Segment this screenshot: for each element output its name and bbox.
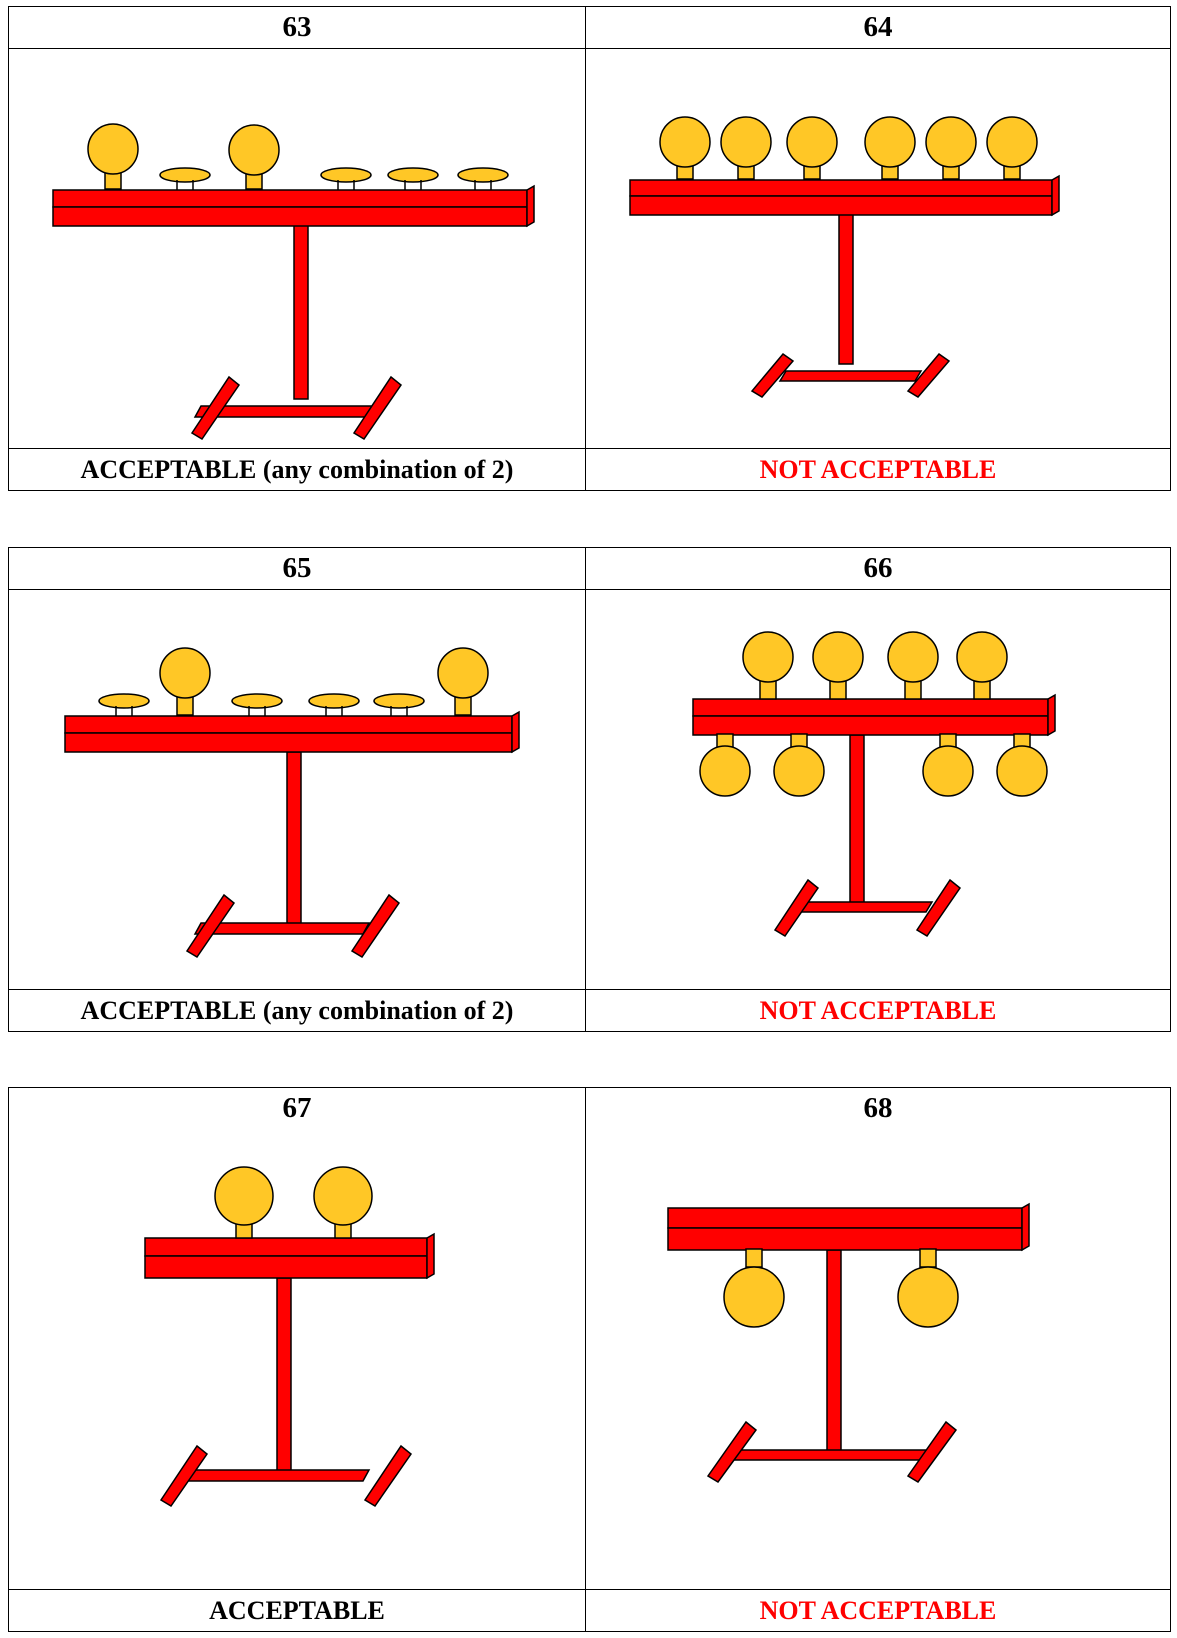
target-stand-figure (585, 589, 1171, 990)
figure-number: 65 (8, 547, 586, 590)
acceptability-caption: NOT ACCEPTABLE (585, 989, 1171, 1032)
target-table-2: 65 66 (8, 547, 1171, 1032)
figure-number: 66 (585, 547, 1171, 590)
target-stand-illustration (144, 1165, 435, 1507)
figure-number: 67 (8, 1087, 586, 1130)
figure-number: 63 (8, 6, 586, 49)
acceptability-caption: ACCEPTABLE (any combination of 2) (8, 989, 586, 1032)
target-stand-figure (585, 48, 1171, 449)
target-stand-figure (8, 1129, 586, 1590)
target-stand-illustration (629, 116, 1060, 398)
figure-number: 68 (585, 1087, 1171, 1130)
acceptability-caption: NOT ACCEPTABLE (585, 1589, 1171, 1632)
acceptability-caption: NOT ACCEPTABLE (585, 448, 1171, 491)
acceptability-caption: ACCEPTABLE (8, 1589, 586, 1632)
target-stand-figure (8, 589, 586, 990)
target-stand-illustration (64, 647, 520, 959)
target-stand-illustration (667, 1202, 1030, 1483)
figure-number: 64 (585, 6, 1171, 49)
acceptability-caption: ACCEPTABLE (any combination of 2) (8, 448, 586, 491)
target-stand-illustration (692, 631, 1056, 938)
target-stand-figure (585, 1129, 1171, 1590)
target-table-1: 63 64 (8, 6, 1171, 491)
target-stand-figure (8, 48, 586, 449)
target-table-3: 67 68 (8, 1087, 1171, 1632)
target-stand-illustration (52, 123, 535, 441)
